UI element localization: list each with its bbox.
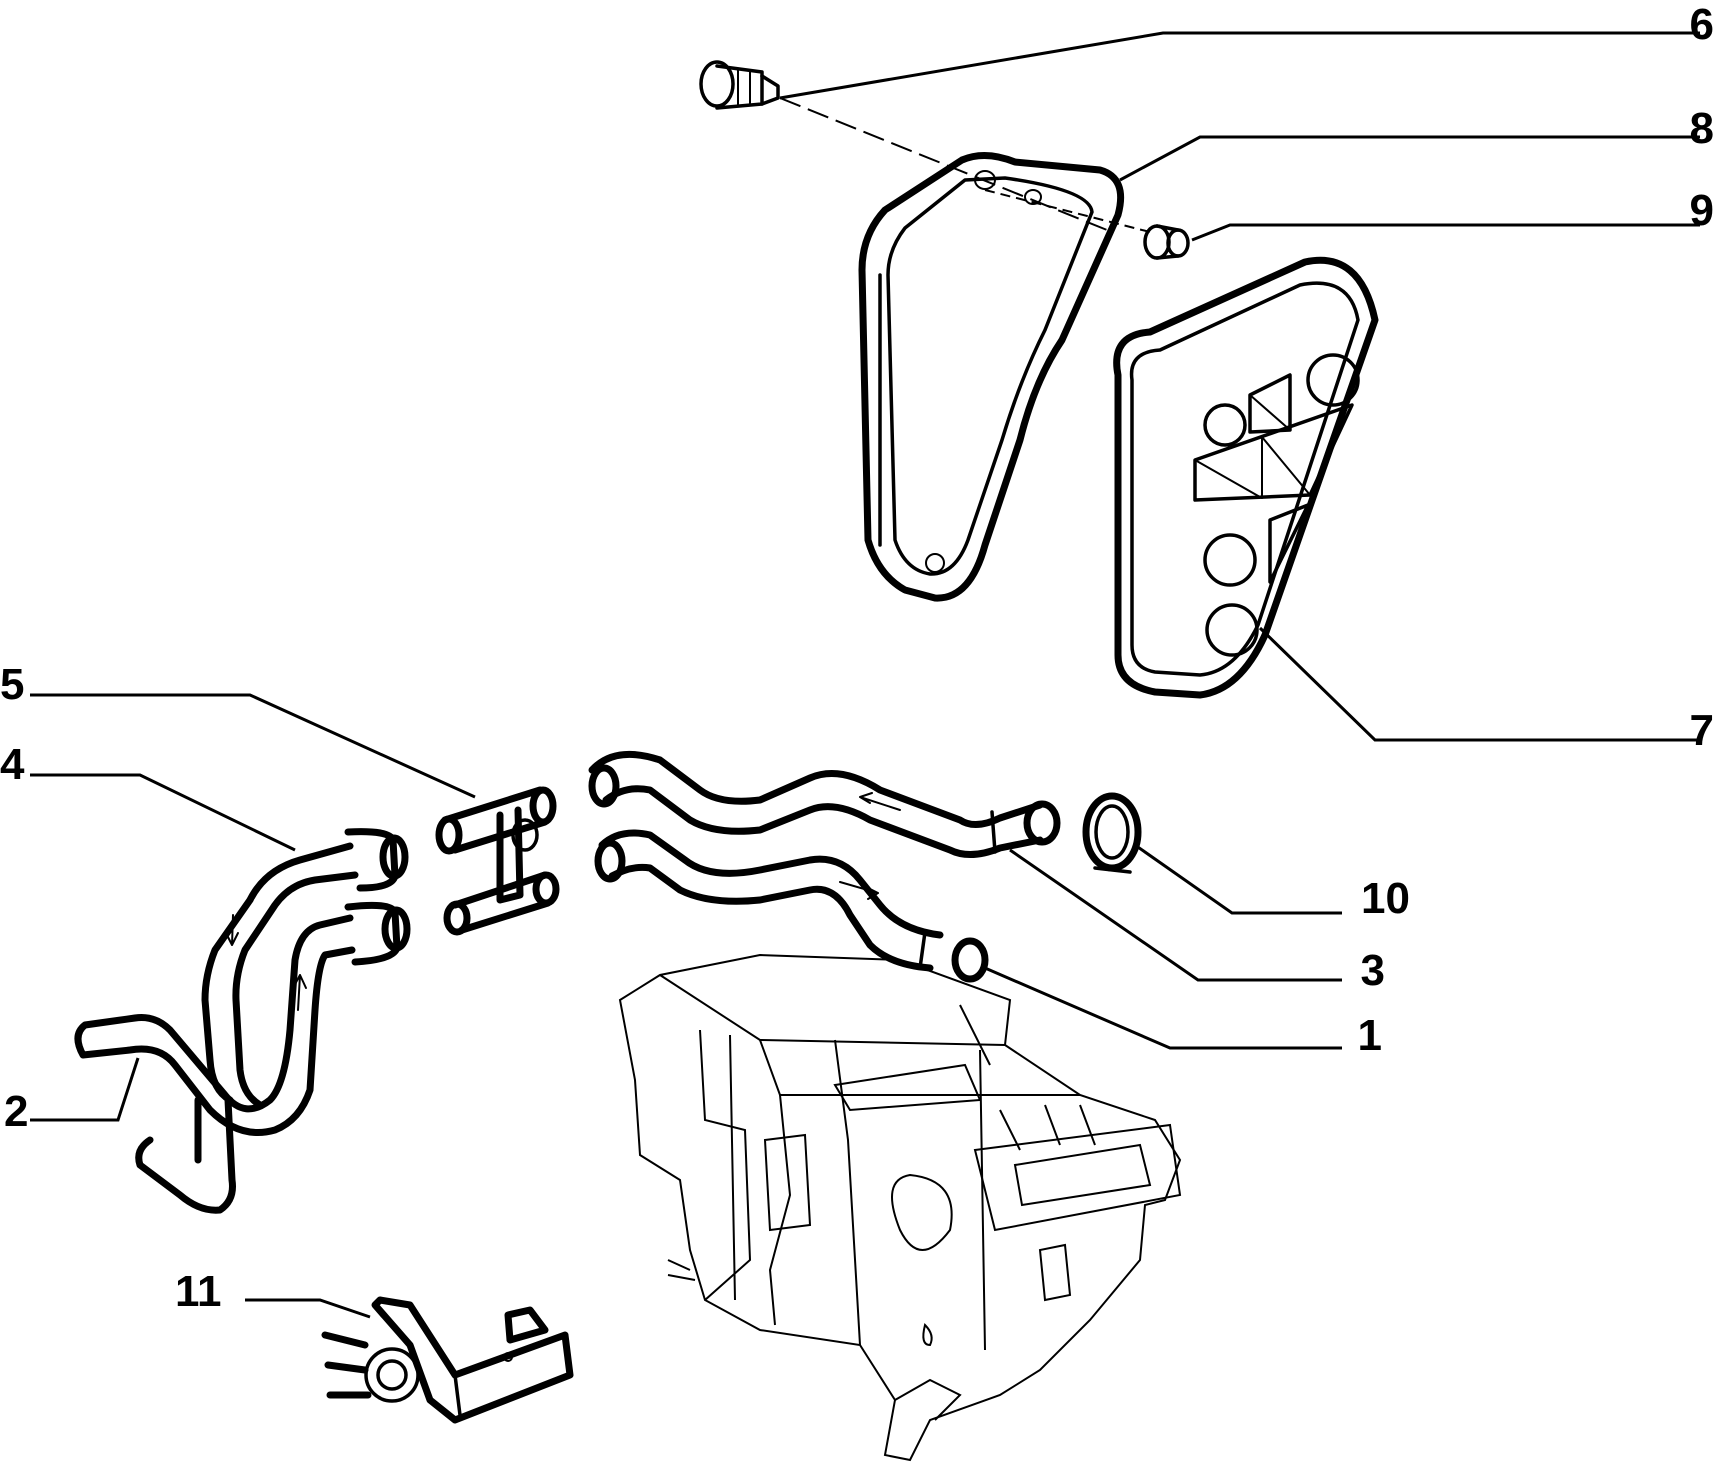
leader-11 (245, 1298, 371, 1319)
callout-11: 11 (175, 1267, 222, 1316)
callout-labels: 6 8 9 7 10 3 1 5 4 2 11 (0, 0, 1714, 1316)
leader-1 (984, 966, 1342, 1050)
callout-9: 9 (1690, 186, 1714, 235)
part-4-hose-upper-bent (201, 828, 409, 1109)
leader-9 (1191, 223, 1700, 242)
heater-box-housing (618, 953, 1182, 1462)
callout-6: 6 (1690, 0, 1714, 49)
leader-2 (30, 1057, 140, 1122)
leader-5 (30, 693, 476, 799)
part-11-bracket (321, 1296, 574, 1424)
callout-8: 8 (1690, 104, 1714, 153)
part-8-dash-line (984, 189, 1151, 233)
part-9-plug (1143, 224, 1190, 260)
callout-10: 10 (1361, 874, 1410, 923)
part-10-clamp (1082, 792, 1142, 874)
leader-10 (1134, 843, 1342, 915)
leader-4 (30, 773, 296, 852)
leader-6 (779, 31, 1700, 100)
callout-5: 5 (0, 660, 24, 709)
callout-1: 1 (1358, 1011, 1382, 1060)
part-1-hose-lower (594, 829, 989, 983)
callout-3: 3 (1361, 946, 1385, 995)
callout-2: 2 (4, 1087, 28, 1136)
leader-7 (1258, 626, 1700, 742)
leader-3 (1009, 848, 1342, 982)
part-5-connector (435, 786, 560, 936)
leader-8 (1119, 135, 1700, 182)
part-3-hose-upper (588, 750, 1061, 858)
leader-lines (30, 31, 1700, 1319)
part-8-gasket (858, 152, 1125, 602)
callout-7: 7 (1690, 706, 1714, 755)
part-2-hose-lower-bent (74, 901, 411, 1214)
part-7-filter-panel (1113, 256, 1379, 699)
callout-4: 4 (0, 740, 25, 789)
part-6-screw (699, 60, 780, 110)
